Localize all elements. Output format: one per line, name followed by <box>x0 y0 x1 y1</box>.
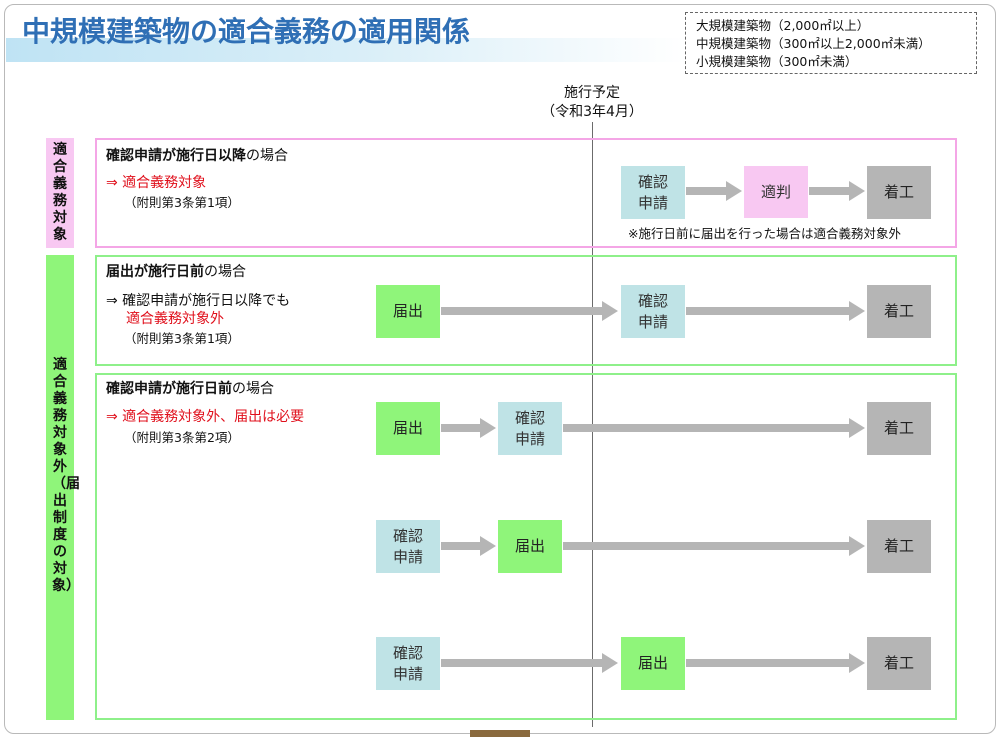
s2-chakko-label: 着工 <box>883 302 914 320</box>
section2-title-bold: 届出が施行日前 <box>106 264 204 280</box>
section2-line1: ⇒ 確認申請が施行日以降でも <box>106 293 291 309</box>
section3-ref: （附則第3条第2項） <box>124 430 240 445</box>
s3b-arrow-1 <box>441 536 496 556</box>
section3-title-rest: の場合 <box>232 381 274 397</box>
s3c-arrow-2 <box>686 653 865 673</box>
s3a-arrow-2 <box>563 418 865 438</box>
s3c-kakunin-box: 確認申請 <box>376 637 440 690</box>
legend-box: 大規模建築物（2,000㎡以上） 中規模建築物（300㎡以上2,000㎡未満） … <box>685 12 977 74</box>
s3b-kakunin-label: 確認申請 <box>392 526 423 566</box>
s2-chakko-box: 着工 <box>867 285 931 338</box>
s3b-todoke-box: 届出 <box>498 520 562 573</box>
s3a-chakko-box: 着工 <box>867 402 931 455</box>
s2-arrow-2 <box>686 301 865 321</box>
section1-ref: （附則第3条第1項） <box>124 195 240 210</box>
s1-tekihan-label: 適判 <box>760 182 791 201</box>
section-applicable <box>95 138 957 248</box>
s3b-chakko-label: 着工 <box>883 537 914 555</box>
s3c-todoke-box: 届出 <box>621 637 685 690</box>
s1-kakunin-box: 確認申請 <box>621 166 685 219</box>
section1-result: ⇒ 適合義務対象 <box>106 175 207 191</box>
s3c-chakko-label: 着工 <box>883 654 914 672</box>
s1-tekihan-box: 適判 <box>744 166 808 218</box>
legend-item-medium: 中規模建築物（300㎡以上2,000㎡未満） <box>696 36 931 51</box>
section2-title: 届出が施行日前の場合 <box>106 261 246 281</box>
enforcement-date-line2: （令和3年4月） <box>541 104 643 120</box>
section3-title: 確認申請が施行日前の場合 <box>106 378 274 398</box>
s3a-kakunin-box: 確認申請 <box>498 402 562 455</box>
s3a-kakunin-label: 確認申請 <box>514 408 545 448</box>
s3c-kakunin-label: 確認申請 <box>392 643 423 683</box>
s3a-chakko-label: 着工 <box>883 419 914 437</box>
section2-ref: （附則第3条第1項） <box>124 331 240 346</box>
s2-kakunin-label: 確認申請 <box>637 291 668 331</box>
section1-title-bold: 確認申請が施行日以降 <box>106 148 246 164</box>
side-label-not-applicable: 適合義務対象外（届出制度の対象） <box>46 255 80 720</box>
section2-title-rest: の場合 <box>204 264 246 280</box>
s3a-todoke-label: 届出 <box>392 419 423 437</box>
section1-note: ※施行日前に届出を行った場合は適合義務対象外 <box>628 226 901 241</box>
section2-line2: 適合義務対象外 <box>126 311 224 327</box>
s2-arrow-1 <box>441 301 618 321</box>
side-label-applicable: 適合義務対象 <box>46 138 74 248</box>
side-label-not-applicable-text: 適合義務対象外（届出制度の対象） <box>52 357 80 594</box>
side-label-applicable-text: 適合義務対象 <box>53 142 67 243</box>
s3c-todoke-label: 届出 <box>637 654 668 672</box>
section1-title: 確認申請が施行日以降の場合 <box>106 145 288 165</box>
legend-item-small: 小規模建築物（300㎡未満） <box>696 54 858 69</box>
bottom-tab <box>470 730 530 737</box>
enforcement-date-line1: 施行予定 <box>564 85 620 101</box>
s1-arrow-2 <box>809 181 865 201</box>
legend-item-large: 大規模建築物（2,000㎡以上） <box>696 18 870 33</box>
title-band <box>6 38 686 62</box>
section3-result: ⇒ 適合義務対象外、届出は必要 <box>106 409 305 425</box>
s3b-arrow-2 <box>563 536 865 556</box>
s3b-todoke-label: 届出 <box>514 537 545 555</box>
s3b-chakko-box: 着工 <box>867 520 931 573</box>
s1-chakko-label: 着工 <box>883 183 914 201</box>
s3b-kakunin-box: 確認申請 <box>376 520 440 573</box>
section1-title-rest: の場合 <box>246 148 288 164</box>
s2-todoke-box: 届出 <box>376 285 440 338</box>
s2-kakunin-box: 確認申請 <box>621 285 685 338</box>
s1-kakunin-label: 確認申請 <box>637 172 668 212</box>
section-kakunin-before <box>95 373 957 720</box>
s1-chakko-box: 着工 <box>867 166 931 219</box>
s3c-arrow-1 <box>441 653 618 673</box>
enforcement-date-label: 施行予定 （令和3年4月） <box>526 84 658 122</box>
section3-title-bold: 確認申請が施行日前 <box>106 381 232 397</box>
section-todoke-before <box>95 255 957 366</box>
s3c-chakko-box: 着工 <box>867 637 931 690</box>
page-title: 中規模建築物の適合義務の適用関係 <box>22 15 471 48</box>
s3a-todoke-box: 届出 <box>376 402 440 455</box>
s1-arrow-1 <box>686 181 742 201</box>
s2-todoke-label: 届出 <box>392 302 423 320</box>
s3a-arrow-1 <box>441 418 496 438</box>
